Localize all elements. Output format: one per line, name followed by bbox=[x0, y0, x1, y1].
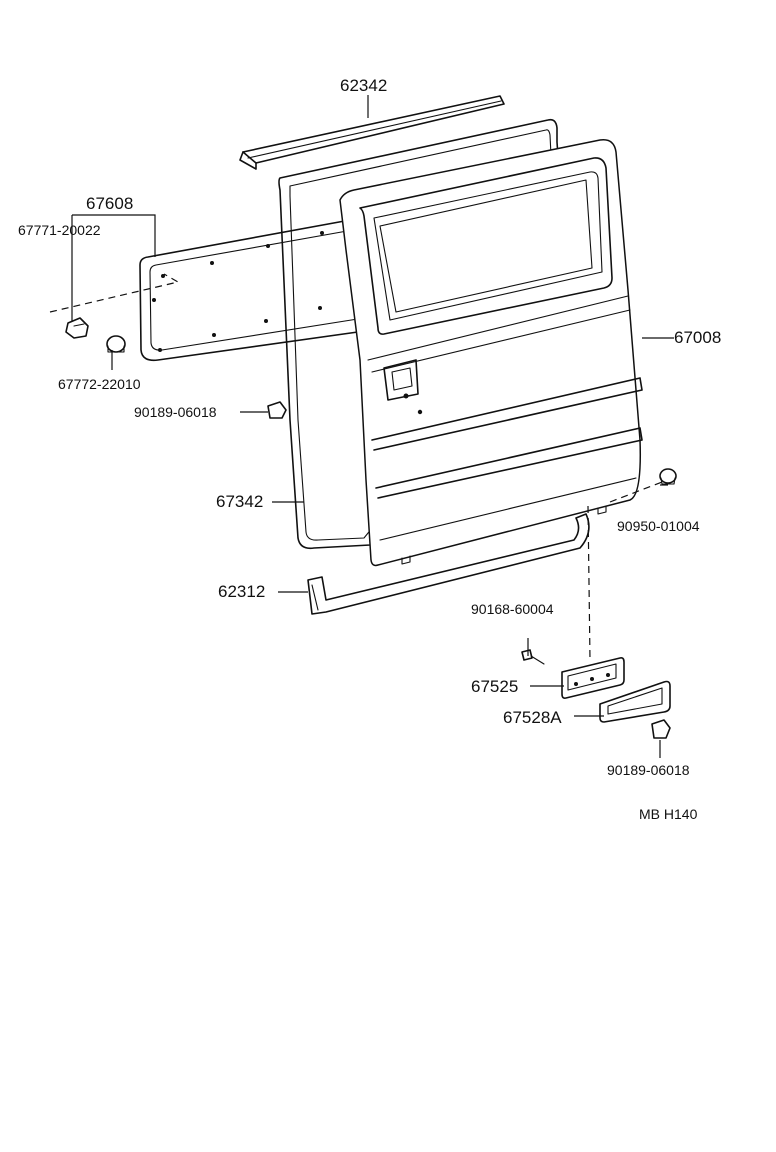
label-67772-22010: 67772-22010 bbox=[58, 376, 141, 392]
clip-icon bbox=[267, 401, 287, 419]
label-90189-06018-upper: 90189-06018 bbox=[134, 404, 217, 420]
figure-code: MB H140 bbox=[639, 806, 698, 822]
part-62312-lower-rail[interactable] bbox=[307, 513, 590, 615]
clip-icon bbox=[651, 719, 671, 739]
part-67342-weatherstrip[interactable] bbox=[278, 118, 569, 550]
label-67342: 67342 bbox=[216, 492, 264, 511]
label-90168-60004: 90168-60004 bbox=[471, 601, 554, 617]
label-67528a: 67528A bbox=[503, 708, 562, 727]
label-67608: 67608 bbox=[86, 194, 134, 213]
label-90189-06018-lower: 90189-06018 bbox=[607, 762, 690, 778]
part-67008-door-panel[interactable] bbox=[339, 139, 643, 567]
clip-icon bbox=[65, 317, 89, 339]
part-67608-trim-panel[interactable] bbox=[139, 215, 373, 362]
part-67528a-cover[interactable] bbox=[599, 680, 671, 723]
part-67525-bracket[interactable] bbox=[561, 657, 625, 699]
grommet-icon bbox=[106, 335, 126, 353]
label-67525: 67525 bbox=[471, 677, 519, 696]
screw-icon bbox=[521, 649, 545, 665]
part-62342-upper-rail[interactable] bbox=[239, 95, 505, 170]
label-67008: 67008 bbox=[674, 328, 722, 347]
grommet-icon bbox=[659, 468, 677, 485]
label-67771-20022: 67771-20022 bbox=[18, 222, 101, 238]
label-62342: 62342 bbox=[340, 76, 388, 95]
label-62312: 62312 bbox=[218, 582, 266, 601]
label-90950-01004: 90950-01004 bbox=[617, 518, 700, 534]
leader-lines bbox=[49, 95, 674, 758]
